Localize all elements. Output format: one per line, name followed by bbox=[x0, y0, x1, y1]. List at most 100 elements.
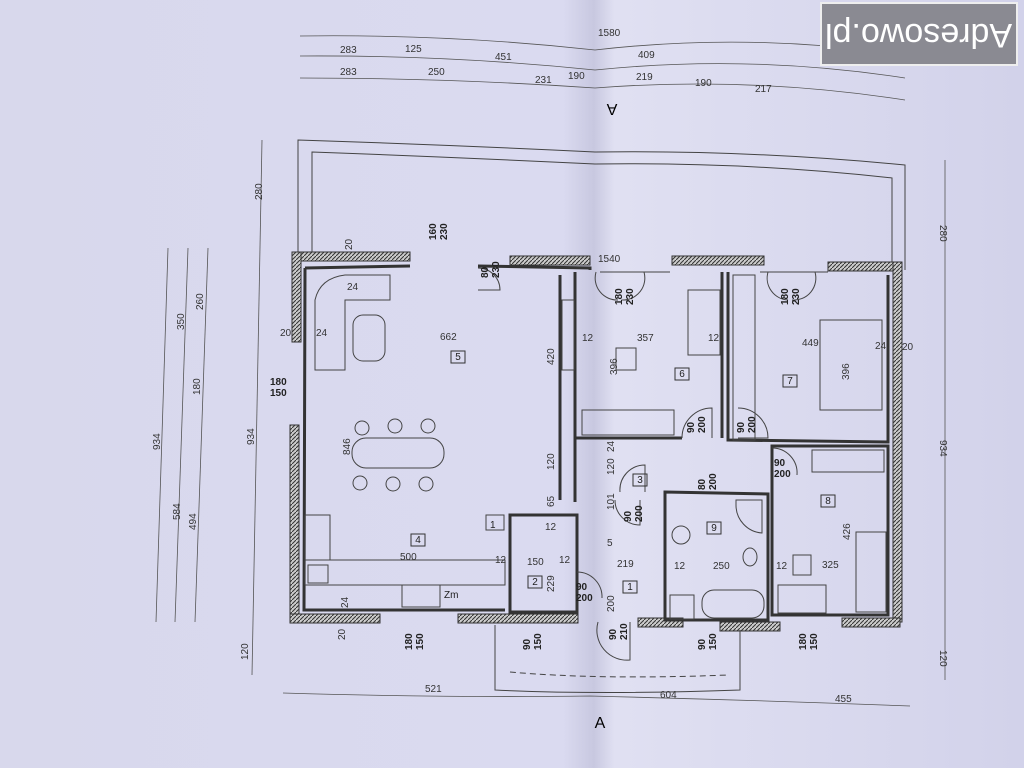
section-marker-top: A bbox=[606, 100, 617, 117]
wardrobe bbox=[732, 274, 756, 441]
opening-label: 90200 bbox=[686, 416, 708, 433]
desk-chair bbox=[615, 347, 637, 371]
svg-text:846: 846 bbox=[342, 438, 353, 455]
room-number-9: 9 bbox=[706, 521, 722, 535]
opening-label: 90200 bbox=[736, 416, 758, 433]
svg-text:12: 12 bbox=[545, 522, 557, 533]
svg-text:24: 24 bbox=[347, 282, 359, 293]
svg-text:357: 357 bbox=[637, 333, 654, 344]
svg-text:200: 200 bbox=[606, 595, 617, 612]
dim-text: 260 bbox=[195, 293, 206, 310]
svg-text:426: 426 bbox=[842, 523, 853, 540]
opening-label: 160230 bbox=[428, 223, 450, 240]
svg-text:1540: 1540 bbox=[598, 254, 621, 265]
bathtub bbox=[701, 589, 765, 619]
svg-text:250: 250 bbox=[713, 561, 730, 572]
dim-text: 584 bbox=[172, 503, 183, 520]
room-number-1: 1 bbox=[622, 580, 638, 594]
svg-text:5: 5 bbox=[607, 538, 613, 549]
dim-text: 934 bbox=[246, 428, 257, 445]
svg-text:8: 8 bbox=[825, 496, 831, 507]
svg-text:20: 20 bbox=[337, 628, 348, 640]
dim-text: 455 bbox=[835, 694, 852, 705]
svg-text:229: 229 bbox=[546, 575, 557, 592]
dim-text: 604 bbox=[660, 690, 677, 701]
svg-text:12: 12 bbox=[708, 333, 720, 344]
stove-label: Zm bbox=[444, 590, 458, 601]
dim-text: 494 bbox=[188, 513, 199, 530]
room-number-4: 4 bbox=[410, 533, 426, 547]
dim-text: 280 bbox=[254, 183, 265, 200]
opening-label: 180230 bbox=[780, 288, 802, 305]
dim-text: 280 bbox=[937, 225, 948, 242]
room-number-2: 2 bbox=[527, 575, 543, 589]
dim-text: 125 bbox=[405, 44, 422, 55]
dim-text: 190 bbox=[695, 78, 712, 89]
svg-text:12: 12 bbox=[674, 561, 686, 572]
dining-chairs bbox=[352, 418, 436, 492]
dim-text: 409 bbox=[638, 50, 655, 61]
watermark-logo: Adresowo.pl bbox=[820, 2, 1018, 66]
stove-icon bbox=[307, 564, 329, 584]
washing-machine bbox=[669, 594, 695, 620]
svg-text:120: 120 bbox=[546, 453, 557, 470]
dim-text: 283 bbox=[340, 45, 357, 56]
svg-text:6: 6 bbox=[679, 369, 685, 380]
svg-text:5: 5 bbox=[455, 352, 461, 363]
dim-text: 231 bbox=[535, 75, 552, 86]
fridge-label: 1 bbox=[490, 520, 496, 531]
dim-text: 451 bbox=[495, 52, 512, 63]
room-number-6: 6 bbox=[674, 367, 690, 381]
svg-text:2: 2 bbox=[532, 577, 538, 588]
opening-label: 90200 bbox=[623, 505, 645, 522]
shower-tray bbox=[735, 499, 763, 534]
svg-text:396: 396 bbox=[841, 363, 852, 380]
svg-text:120: 120 bbox=[606, 458, 617, 475]
svg-text:20: 20 bbox=[344, 238, 355, 250]
opening-label: 180230 bbox=[614, 288, 636, 305]
dim-text: 934 bbox=[152, 433, 163, 450]
dining-table bbox=[351, 437, 445, 469]
svg-text:449: 449 bbox=[802, 338, 819, 349]
dim-text: 1580 bbox=[598, 28, 621, 39]
svg-text:65: 65 bbox=[546, 495, 557, 507]
bed bbox=[687, 289, 721, 356]
door-swings bbox=[477, 267, 817, 661]
opening-label: 80230 bbox=[480, 261, 502, 278]
dim-text: 283 bbox=[340, 67, 357, 78]
svg-text:396: 396 bbox=[609, 358, 620, 375]
svg-text:7: 7 bbox=[787, 376, 793, 387]
svg-text:20: 20 bbox=[280, 328, 292, 339]
furniture bbox=[304, 274, 887, 620]
svg-text:24: 24 bbox=[875, 341, 887, 352]
opening-label: 180150 bbox=[798, 633, 820, 650]
fridge bbox=[485, 514, 505, 531]
svg-text:12: 12 bbox=[776, 561, 788, 572]
svg-text:12: 12 bbox=[559, 555, 571, 566]
terrace-outline bbox=[297, 139, 906, 270]
svg-text:24: 24 bbox=[340, 596, 351, 608]
interior-dimensions: 1540 662 846 357 396 449 396 325 426 250… bbox=[280, 238, 914, 640]
dim-text: 250 bbox=[428, 67, 445, 78]
dim-text: 190 bbox=[568, 71, 585, 82]
opening-label: 90150 bbox=[697, 633, 719, 650]
svg-text:24: 24 bbox=[316, 328, 328, 339]
svg-text:420: 420 bbox=[546, 348, 557, 365]
room-number-8: 8 bbox=[820, 494, 836, 508]
opening-label: 80200 bbox=[697, 473, 719, 490]
top-dimensions: 1580 283 125 451 409 283 250 231 190 219… bbox=[340, 28, 772, 95]
dim-text: 219 bbox=[636, 72, 653, 83]
dim-text: 350 bbox=[176, 313, 187, 330]
entrance-porch bbox=[494, 625, 741, 693]
section-marker-bottom: A bbox=[595, 715, 606, 732]
side-dimensions: 934 584 350 260 180 494 280 934 120 280 … bbox=[152, 183, 948, 705]
room-number-7: 7 bbox=[782, 374, 798, 388]
svg-text:662: 662 bbox=[440, 332, 457, 343]
exterior-walls bbox=[289, 251, 903, 632]
opening-label: 90210 bbox=[608, 623, 630, 640]
